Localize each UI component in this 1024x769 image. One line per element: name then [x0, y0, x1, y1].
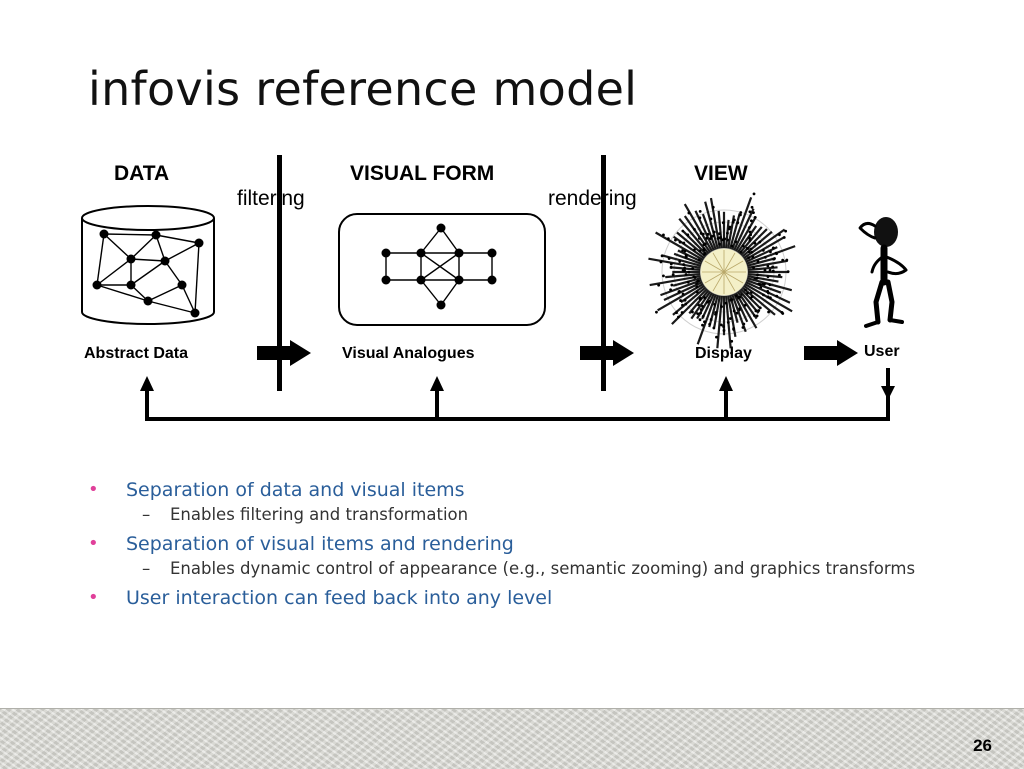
filtering-separator [277, 155, 282, 391]
forward-arrows [257, 340, 858, 366]
feedback-arrowheads [140, 376, 895, 400]
transform-label-rendering: rendering [548, 187, 637, 210]
bullet-item: • Separation of visual items and renderi… [88, 533, 514, 555]
bullet-item: • Separation of data and visual items [88, 479, 465, 501]
arrow-up-icon [140, 376, 154, 391]
visual-form-box [338, 213, 546, 326]
user-stick-figure-icon [858, 217, 908, 328]
arrow-down-icon [881, 386, 895, 400]
stage-label-abstract-data: Abstract Data [84, 345, 189, 362]
arrow-right-icon [580, 340, 634, 366]
feedback-loop [145, 368, 890, 421]
arrow-right-icon [804, 340, 858, 366]
arrow-right-icon [257, 340, 311, 366]
footer-texture-band [0, 708, 1024, 769]
stage-label-user: User [864, 343, 900, 360]
radial-display-visualization-icon [648, 192, 796, 355]
sub-bullet-item: – Enables filtering and transformation [142, 505, 469, 524]
page-number: 26 [973, 736, 992, 755]
arrow-up-icon [430, 376, 444, 391]
slide-title: infovis reference model [88, 62, 638, 116]
rendering-separator [601, 155, 606, 391]
visual-graph-icon [381, 223, 497, 310]
sub-bullet-item: – Enables dynamic control of appearance … [142, 559, 916, 578]
stage-label-display: Display [695, 345, 752, 362]
bullet-list: • Separation of data and visual items – … [86, 478, 946, 616]
transform-label-filtering: filtering [237, 187, 305, 210]
bullet-dot-icon: • [88, 533, 99, 554]
database-cylinder-icon [81, 205, 215, 325]
stage-label-visual-analogues: Visual Analogues [342, 345, 475, 362]
reference-model-diagram [81, 155, 908, 421]
bullet-item: • User interaction can feed back into an… [88, 587, 553, 609]
column-header-data: DATA [114, 162, 170, 185]
arrow-up-icon [719, 376, 733, 391]
abstract-graph-icon [92, 229, 204, 318]
column-header-view: VIEW [694, 162, 748, 185]
bullet-dot-icon: • [88, 479, 99, 500]
column-header-visual-form: VISUAL FORM [350, 162, 495, 185]
bullet-dot-icon: • [88, 587, 99, 608]
